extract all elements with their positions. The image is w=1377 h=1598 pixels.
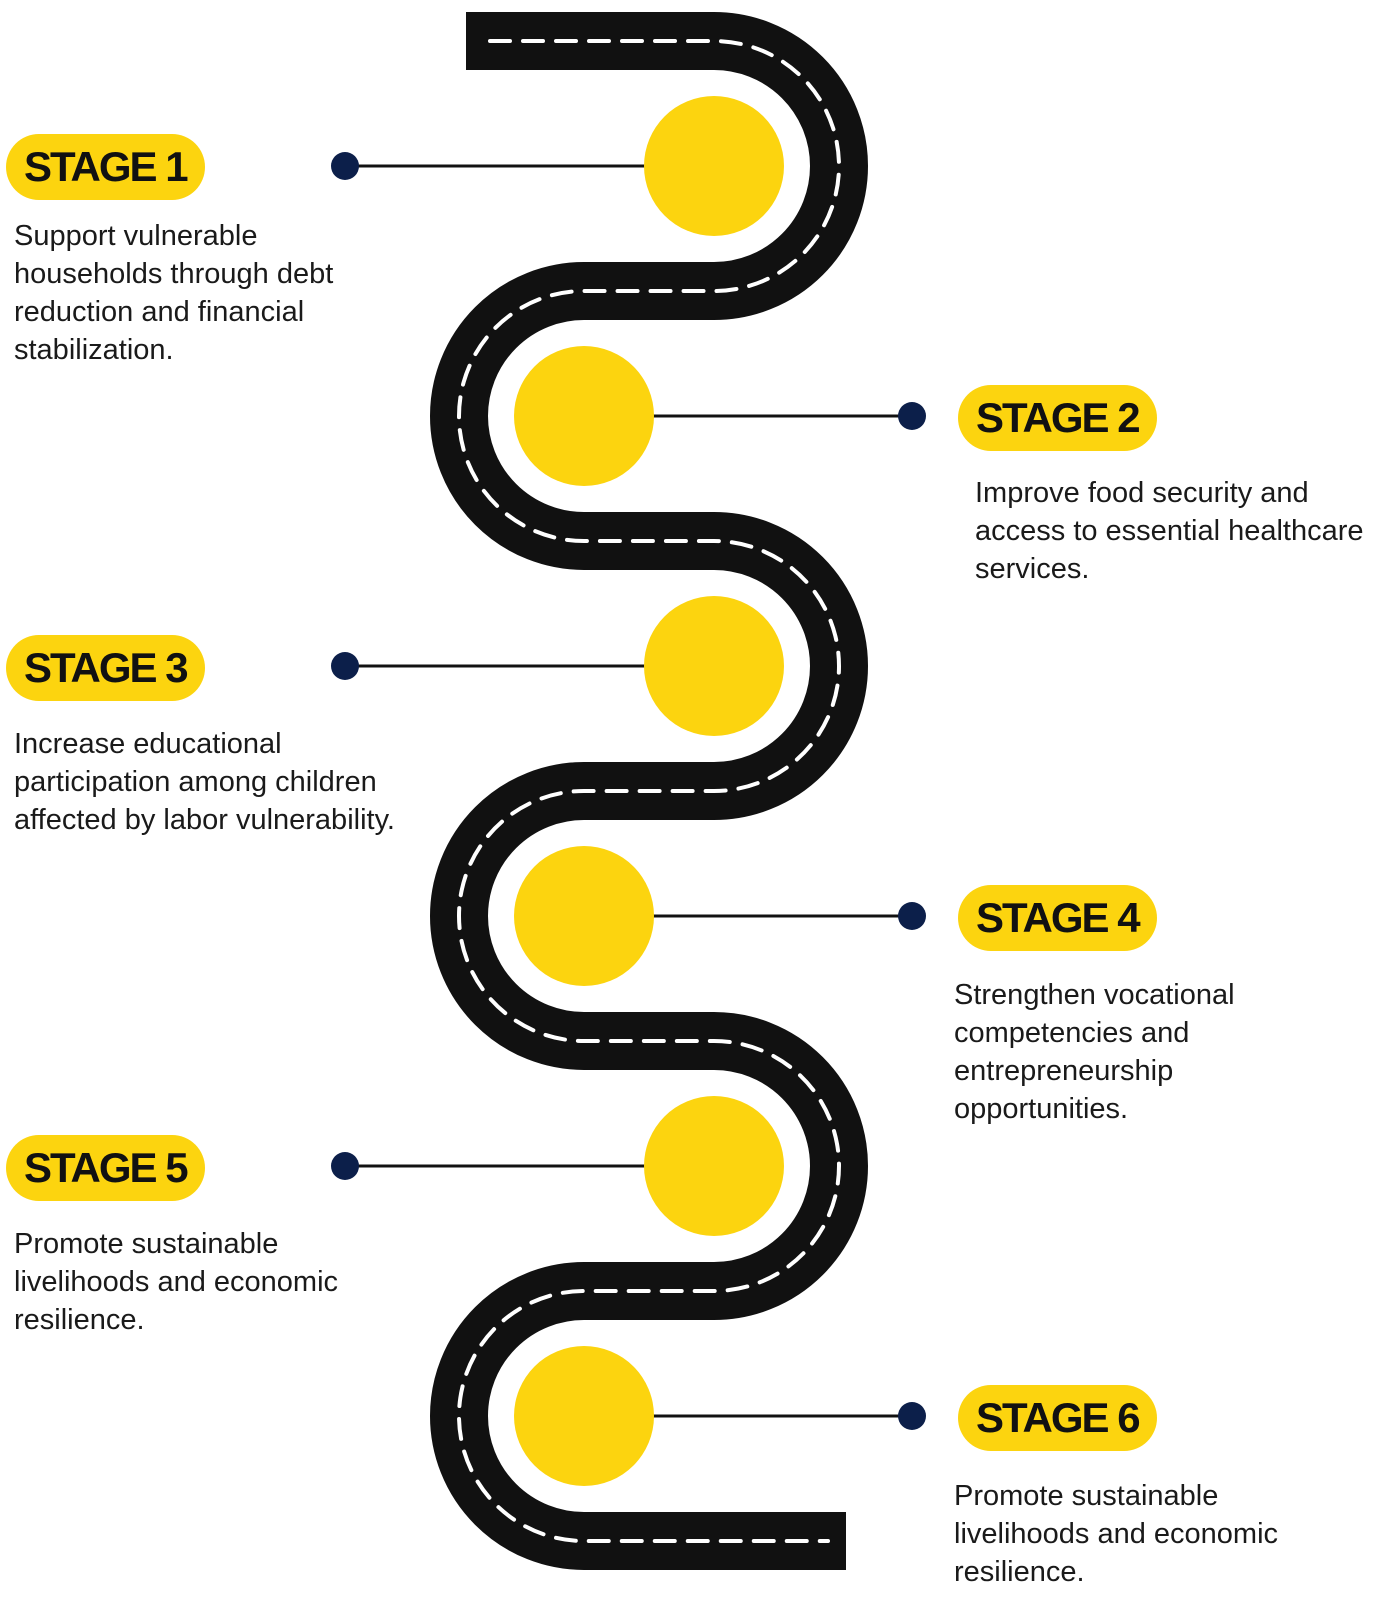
stage-4-circle xyxy=(514,846,654,986)
stage-4-dot xyxy=(898,902,926,930)
road-lane-marking xyxy=(457,39,841,1543)
stage-3-description: Increase educational participation among… xyxy=(14,728,395,836)
stage-5-badge: STAGE 5 xyxy=(6,1135,205,1201)
stage-4-description: Strengthen vocational competencies and e… xyxy=(954,979,1235,1125)
stage-1-circle xyxy=(644,96,784,236)
stage-1-description: Support vulnerable households through de… xyxy=(14,220,334,366)
stage-5-description: Promote sustainable livelihoods and econ… xyxy=(14,1228,339,1336)
stage-6-dot xyxy=(898,1402,926,1430)
stage-1-badge: STAGE 1 xyxy=(6,134,205,200)
stage-6-circle xyxy=(514,1346,654,1486)
stage-6-description: Promote sustainable livelihoods and econ… xyxy=(954,1480,1279,1588)
stage-2-description: Improve food security and access to esse… xyxy=(975,477,1364,585)
stage-1-dot xyxy=(331,152,359,180)
stage-2-circle xyxy=(514,346,654,486)
stage-5-circle xyxy=(644,1096,784,1236)
stage-6-badge: STAGE 6 xyxy=(958,1385,1157,1451)
stage-4-badge: STAGE 4 xyxy=(958,885,1157,951)
stage-3-circle xyxy=(644,596,784,736)
stage-3-badge: STAGE 3 xyxy=(6,635,205,701)
stage-3-dot xyxy=(331,652,359,680)
stage-2-badge: STAGE 2 xyxy=(958,385,1157,451)
stage-5-dot xyxy=(331,1152,359,1180)
stage-2-dot xyxy=(898,402,926,430)
